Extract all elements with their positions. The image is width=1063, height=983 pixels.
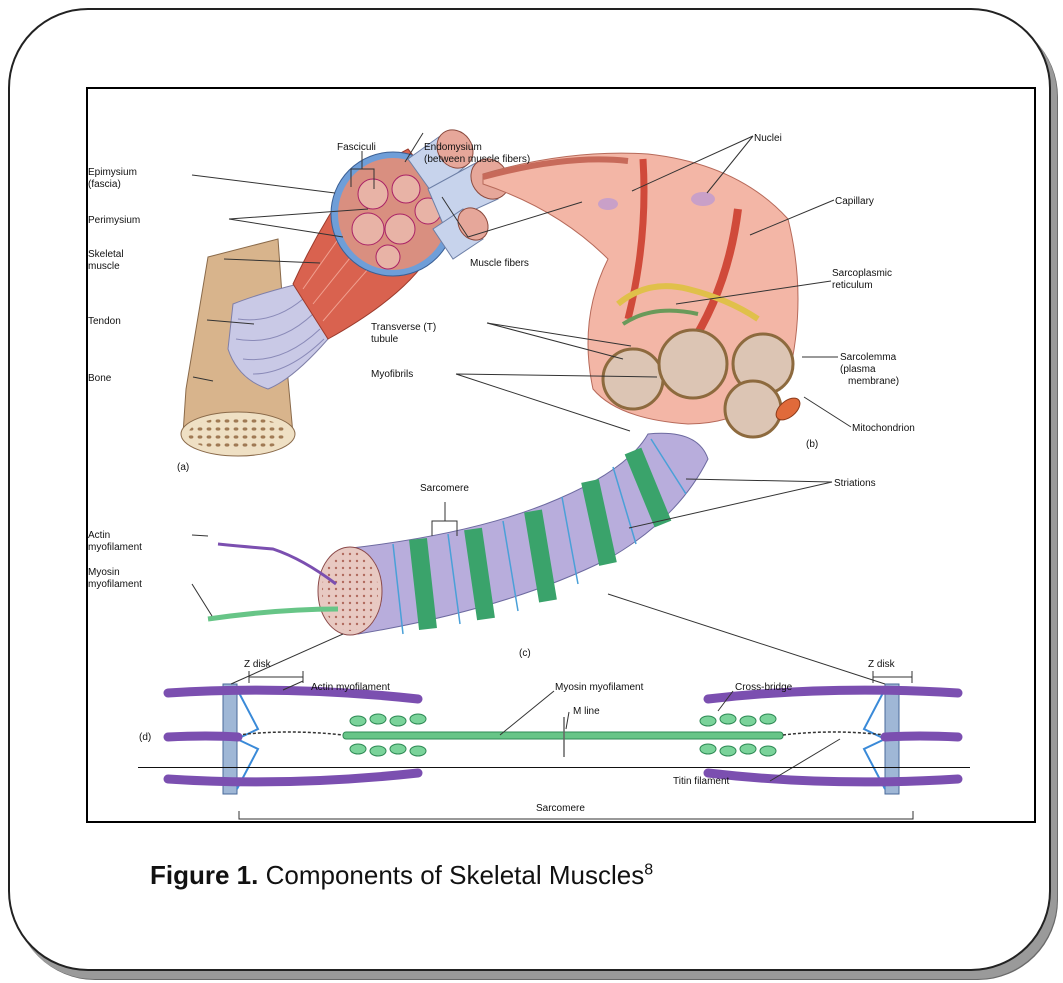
label-endomysium: Endomysium	[424, 142, 482, 153]
label-actin: Actin	[88, 530, 110, 541]
caption-rule	[138, 767, 970, 768]
muscle-diagram-svg: Fasciculi Endomysium (between muscle fib…	[88, 89, 1034, 821]
label-sarcoplasmic-reticulum-2: reticulum	[832, 280, 873, 291]
label-cross-bridge: Cross-bridge	[735, 682, 793, 693]
label-z-disk-left: Z disk	[244, 659, 272, 670]
label-perimysium: Perimysium	[88, 215, 140, 226]
label-myosin-2: myofilament	[88, 579, 142, 590]
actin-filament-strand	[218, 544, 336, 584]
myosin-filament-strand	[208, 609, 338, 619]
label-panel-d: (d)	[139, 732, 151, 743]
label-t-tubule: Transverse (T)	[371, 322, 436, 333]
leader-lines	[192, 133, 913, 819]
label-bone: Bone	[88, 373, 112, 384]
label-sarcolemma-2: (plasma	[840, 364, 876, 375]
label-panel-a: (a)	[177, 462, 189, 473]
caption-label: Figure 1.	[150, 860, 258, 890]
label-tendon: Tendon	[88, 316, 121, 327]
label-panel-c: (c)	[519, 648, 531, 659]
label-striations: Striations	[834, 478, 876, 489]
label-actin-myofilament: Actin myofilament	[311, 682, 390, 693]
label-panel-b: (b)	[806, 439, 818, 450]
myofibril	[603, 349, 663, 409]
label-nuclei: Nuclei	[754, 133, 782, 144]
label-myosin-myofilament: Myosin myofilament	[555, 682, 644, 693]
caption-superscript: 8	[644, 861, 653, 878]
label-z-disk-right: Z disk	[868, 659, 896, 670]
label-t-tubule-2: tubule	[371, 334, 399, 345]
label-myosin: Myosin	[88, 567, 120, 578]
caption-text: Components of Skeletal Muscles	[258, 860, 644, 890]
label-fasciculi: Fasciculi	[337, 142, 376, 153]
label-epimysium: Epimysium	[88, 167, 137, 178]
label-sarcolemma-3: membrane)	[848, 376, 899, 387]
muscle-diagram: Fasciculi Endomysium (between muscle fib…	[86, 87, 1036, 823]
myofibril-striated	[318, 433, 708, 635]
myosin-thick-filament	[343, 732, 783, 739]
label-mitochondrion: Mitochondrion	[852, 423, 915, 434]
label-sarcomere-bottom: Sarcomere	[536, 803, 585, 814]
label-myofibrils: Myofibrils	[371, 369, 413, 380]
label-muscle-fibers: Muscle fibers	[470, 258, 529, 269]
figure-caption: Figure 1. Components of Skeletal Muscles…	[150, 860, 653, 891]
myofibril	[725, 381, 781, 437]
label-sarcomere-top: Sarcomere	[420, 483, 469, 494]
label-epimysium-note: (fascia)	[88, 179, 121, 190]
label-m-line: M line	[573, 706, 600, 717]
label-skeletal-muscle-2: muscle	[88, 261, 120, 272]
label-sarcolemma: Sarcolemma	[840, 352, 897, 363]
myofibril	[659, 330, 727, 398]
label-titin-filament: Titin filament	[673, 776, 730, 787]
label-capillary: Capillary	[835, 196, 874, 207]
label-actin-2: myofilament	[88, 542, 142, 553]
label-endomysium-note: (between muscle fibers)	[424, 154, 530, 165]
label-sarcoplasmic-reticulum: Sarcoplasmic	[832, 268, 892, 279]
label-skeletal-muscle: Skeletal	[88, 249, 124, 260]
